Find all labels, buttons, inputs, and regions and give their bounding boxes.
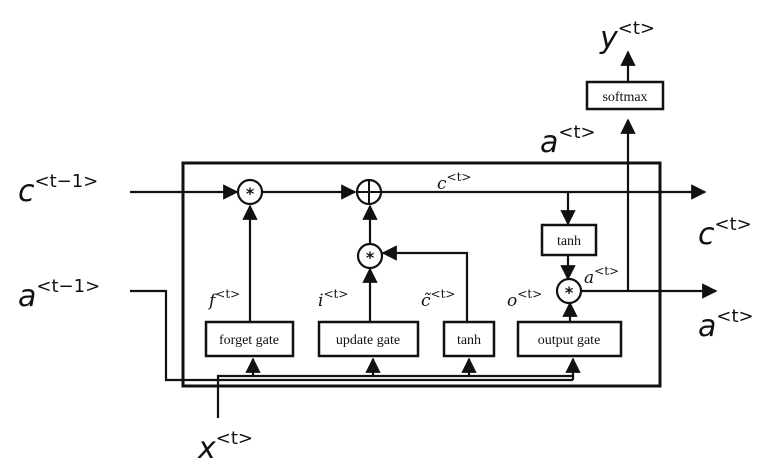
svg-text:*: *: [366, 248, 375, 267]
connection-lines: [130, 50, 718, 418]
x-input-label: x<t>: [197, 428, 253, 466]
output-gate-box: output gate: [516, 320, 623, 358]
forget-gate-box: forget gate: [204, 320, 295, 358]
i-label: i<t>: [318, 287, 348, 311]
f-label: f<t>: [207, 287, 240, 311]
svg-text:*: *: [246, 184, 255, 203]
softmax-box: softmax: [585, 80, 665, 111]
a-inner-label: a<t>: [584, 264, 619, 288]
cell-tanh-box: tanh: [540, 223, 598, 257]
a-output-label: a<t>: [698, 306, 754, 344]
output-gate-label: output gate: [538, 333, 601, 348]
c-tilde-label: c̃<t>: [421, 287, 455, 311]
a-prev-label: a<t−1>: [18, 276, 100, 314]
output-multiply-icon: *: [555, 277, 583, 305]
update-gate-box: update gate: [317, 320, 420, 358]
c-prev-label: c<t−1>: [18, 171, 98, 209]
c-output-label: c<t>: [698, 214, 752, 252]
lstm-cell-frame: [181, 161, 662, 388]
update-gate-label: update gate: [336, 333, 400, 348]
svg-text:*: *: [565, 283, 574, 302]
y-output-label: y<t>: [599, 18, 655, 56]
cell-tanh-label: tanh: [557, 234, 581, 249]
softmax-label: softmax: [602, 90, 647, 105]
add-icon: [355, 178, 383, 206]
input-multiply-icon: *: [356, 242, 384, 270]
forget-gate-label: forget gate: [219, 333, 279, 348]
forget-multiply-icon: *: [236, 178, 264, 206]
o-label: o<t>: [507, 287, 542, 311]
c-line-label: c<t>: [437, 170, 471, 194]
candidate-tanh-box: tanh: [442, 320, 496, 358]
candidate-tanh-label: tanh: [457, 333, 481, 348]
a-top-label: a<t>: [540, 122, 596, 160]
